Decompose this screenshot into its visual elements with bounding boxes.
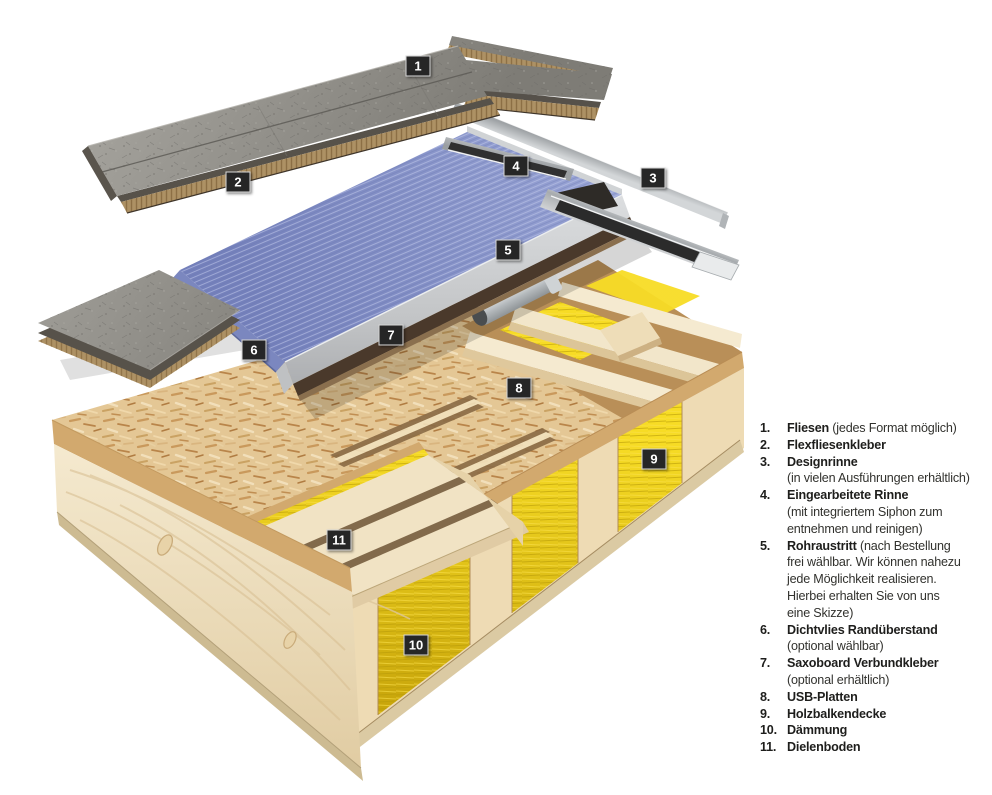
legend-item-title: Holzbalkendecke	[787, 706, 887, 721]
marker-11: 11	[326, 529, 352, 551]
legend-item-number: 8.	[760, 689, 771, 704]
legend-item-4: 4. Eingearbeitete Rinne (mit integriertem…	[760, 487, 990, 537]
legend-item-3: 3. Designrinne (in vielen Ausführungen er…	[760, 454, 990, 488]
marker-2: 2	[225, 171, 251, 193]
legend-item-10: 10. Dämmung	[760, 722, 990, 739]
tile-band	[82, 45, 501, 214]
tile-stack-left	[38, 270, 241, 388]
legend-item-description: (optional wählbar)	[787, 639, 884, 654]
legend-item-title: Rohraustritt	[787, 538, 857, 553]
legend-item-title: USB-Platten	[787, 689, 858, 704]
legend-item-title: Eingearbeitete Rinne	[787, 488, 909, 503]
legend-item-11: 11. Dielenboden	[760, 739, 990, 756]
marker-8: 8	[506, 377, 532, 399]
marker-10: 10	[403, 634, 429, 656]
tile-layers	[38, 36, 613, 388]
deck-panel-joints	[330, 395, 556, 504]
legend-item-6: 6. Dichtvlies Randüberstand (optional wäh…	[760, 622, 990, 656]
legend-item-number: 11.	[760, 740, 777, 755]
legend-item-7: 7. Saxoboard Verbundkleber (optional erhä…	[760, 655, 990, 689]
legend-item-description: (in vielen Ausführungen erhältlich)	[787, 471, 970, 486]
wood-grain	[65, 469, 351, 721]
front-left-timber-face	[51, 419, 363, 781]
legend-item-number: 10.	[760, 723, 777, 738]
marker-6: 6	[241, 339, 267, 361]
legend-item-9: 9. Holzbalkendecke	[760, 706, 990, 723]
legend-item-1: 1. Fliesen (jedes Format möglich)	[760, 420, 990, 437]
legend-item-number: 7.	[760, 656, 771, 671]
legend-item-title: Flexfliesenkleber	[787, 437, 886, 452]
marker-7: 7	[378, 324, 404, 346]
legend-item-number: 1.	[760, 421, 771, 435]
saxoboard-edge	[285, 195, 630, 384]
marker-1: 1	[405, 55, 431, 77]
channel-flange	[691, 251, 740, 281]
legend-item-8: 8. USB-Platten	[760, 689, 990, 706]
legend-item-5: 5. Rohraustritt (nach Bestellung frei wäh…	[760, 538, 990, 622]
channel-cover-bar	[451, 101, 729, 229]
legend-item-description: (nach Bestellung frei wählbar. Wir könne…	[787, 538, 961, 620]
legend: 1. Fliesen (jedes Format möglich) 2. Flexfl…	[760, 420, 990, 756]
legend-item-title: Fliesen	[787, 421, 829, 435]
legend-item-description: (jedes Format möglich)	[829, 421, 957, 435]
legend-item-title: Saxoboard Verbundkleber	[787, 656, 939, 671]
legend-item-number: 3.	[760, 454, 771, 469]
legend-item-description: (mit integriertem Siphon zum entnehmen u…	[787, 504, 943, 536]
marker-4: 4	[503, 155, 529, 177]
legend-item-number: 4.	[760, 488, 771, 503]
legend-item-number: 6.	[760, 622, 771, 637]
legend-item-title: Dämmung	[787, 723, 848, 738]
wood-joist-floor	[51, 228, 744, 781]
marker-5: 5	[495, 239, 521, 261]
marker-9: 9	[641, 448, 667, 470]
legend-item-number: 9.	[760, 706, 771, 721]
design-channel	[451, 101, 740, 281]
verbundkleber-layer	[293, 217, 637, 401]
board-shadow	[297, 228, 652, 419]
tile-plank-right	[463, 60, 612, 121]
legend-item-title: Dielenboden	[787, 740, 861, 755]
legend-item-title: Dichtvlies Randüberstand	[787, 622, 938, 637]
legend-item-number: 5.	[760, 538, 771, 553]
legend-item-description: (optional erhältlich)	[787, 672, 890, 687]
marker-3: 3	[640, 167, 666, 189]
legend-item-2: 2. Flexfliesenkleber	[760, 437, 990, 454]
legend-item-number: 2.	[760, 437, 771, 452]
board-edge-trim	[467, 126, 622, 196]
legend-item-title: Designrinne	[787, 454, 858, 469]
open-joist-area	[462, 260, 742, 418]
